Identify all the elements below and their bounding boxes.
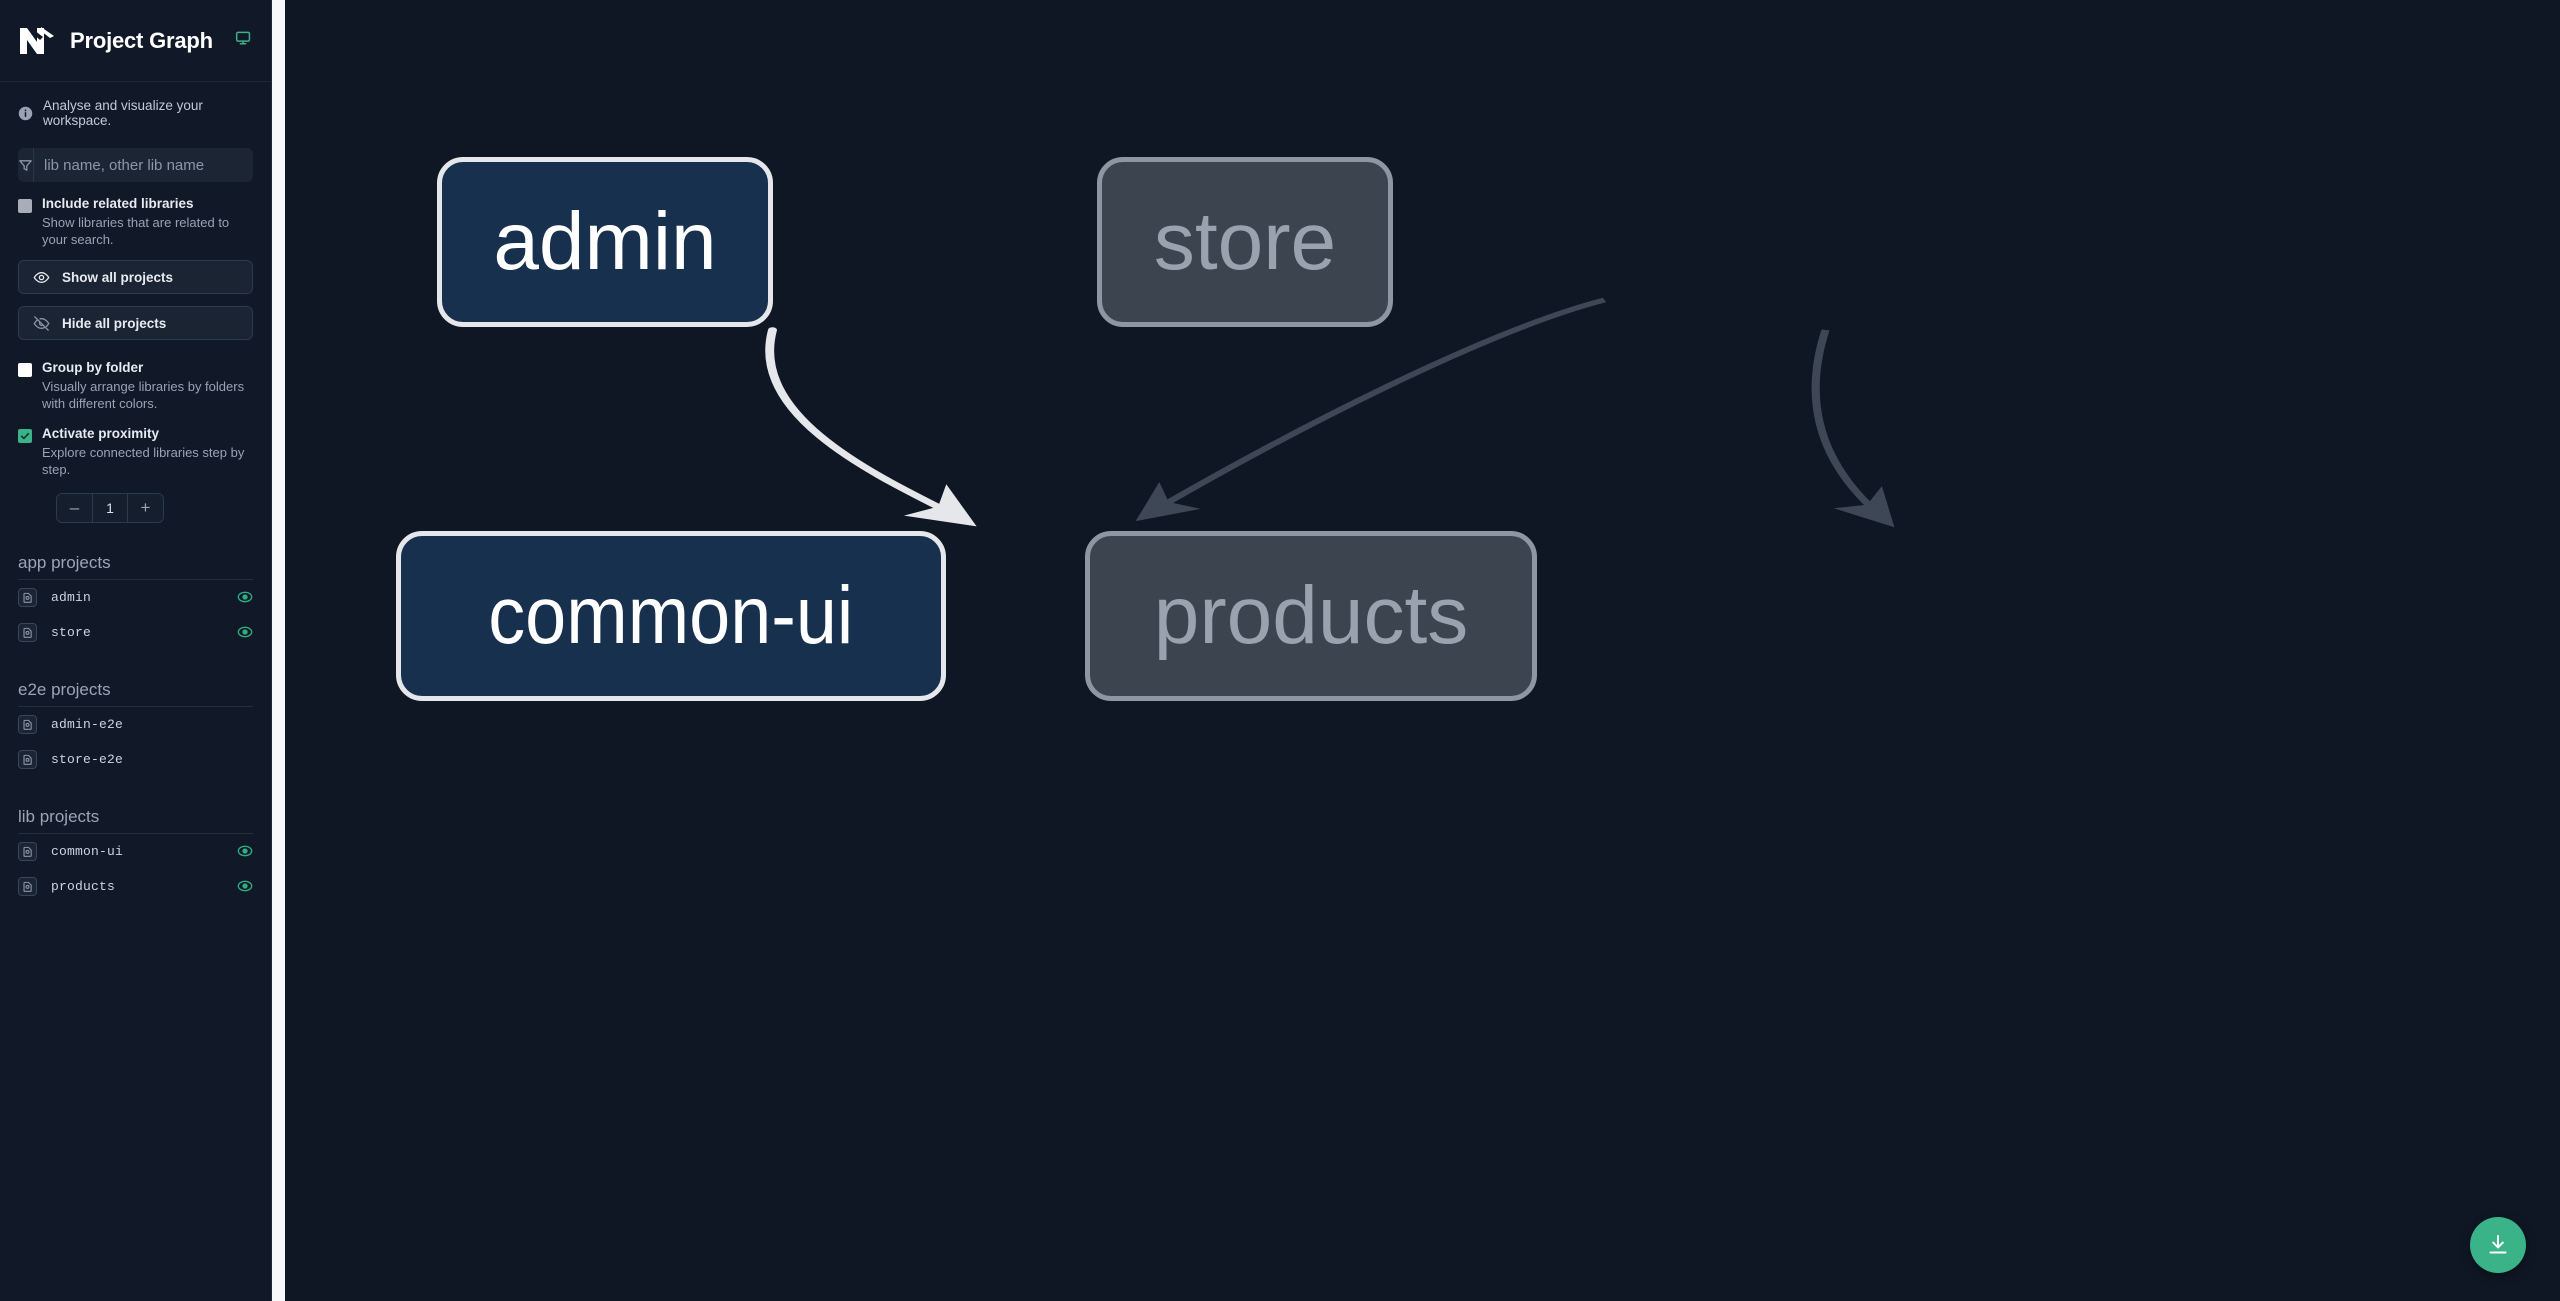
- graph-node-common-ui[interactable]: common-ui: [396, 531, 946, 701]
- info-icon: [18, 106, 33, 121]
- proximity-value: 1: [106, 499, 114, 516]
- visibility-eye-icon[interactable]: [237, 843, 253, 859]
- option-description: Explore connected libraries step by step…: [42, 445, 245, 478]
- hide-all-projects-label: Hide all projects: [62, 315, 167, 331]
- graph-node-label: products: [1153, 570, 1469, 661]
- monitor-icon[interactable]: [235, 30, 251, 52]
- group-title: e2e projects: [18, 680, 253, 707]
- search-input[interactable]: [34, 148, 253, 182]
- project-name: products: [51, 878, 116, 894]
- project-name: admin-e2e: [51, 716, 124, 732]
- sidebar-item-admin[interactable]: admin: [18, 580, 253, 615]
- sidebar-item-store[interactable]: store: [18, 615, 253, 650]
- proximity-decrement-button[interactable]: –: [57, 493, 93, 522]
- graph-node-label: common-ui: [488, 570, 854, 661]
- group-app-projects: app projects admin: [18, 553, 253, 650]
- option-label: Group by folder: [42, 360, 144, 376]
- option-description: Visually arrange libraries by folders wi…: [42, 379, 245, 412]
- project-icon: [18, 749, 37, 769]
- group-e2e-projects: e2e projects admin-e2e: [18, 680, 253, 777]
- filter-icon: [18, 148, 34, 182]
- option-activate-proximity[interactable]: Activate proximity Explore connected lib…: [18, 426, 253, 478]
- edge-store-to-products: [1811, 329, 1895, 528]
- graph-node-label: admin: [493, 196, 717, 287]
- graph-node-store[interactable]: store: [1097, 157, 1393, 327]
- eye-off-icon: [33, 315, 50, 331]
- checkbox-activate-proximity[interactable]: [18, 429, 32, 444]
- option-label: Include related libraries: [42, 196, 194, 211]
- project-icon: [18, 714, 37, 734]
- project-icon: [18, 841, 37, 861]
- graph-node-products[interactable]: products: [1085, 531, 1537, 701]
- group-title: app projects: [18, 553, 253, 580]
- show-all-projects-label: Show all projects: [62, 269, 174, 285]
- proximity-increment-button[interactable]: +: [127, 493, 163, 522]
- sidebar-item-products[interactable]: products: [18, 869, 253, 904]
- page-title: Project Graph: [70, 27, 213, 53]
- show-all-projects-button[interactable]: Show all projects: [18, 260, 253, 295]
- download-graph-button[interactable]: [2470, 1217, 2526, 1273]
- sidebar-item-admin-e2e[interactable]: admin-e2e: [18, 707, 253, 742]
- project-icon: [18, 876, 37, 896]
- hide-all-projects-button[interactable]: Hide all projects: [18, 306, 253, 341]
- download-icon: [2489, 1235, 2507, 1254]
- sidebar-scrollbar[interactable]: [272, 0, 285, 1301]
- checkbox-include-related-libraries[interactable]: [18, 199, 32, 213]
- edge-store-to-common-ui: [1135, 297, 1607, 522]
- sidebar-item-store-e2e[interactable]: store-e2e: [18, 742, 253, 777]
- option-group-by-folder[interactable]: Group by folder Visually arrange librari…: [18, 360, 253, 412]
- option-label: Activate proximity: [42, 426, 160, 442]
- edge-admin-to-common-ui: [765, 327, 977, 527]
- project-name: admin: [51, 589, 92, 605]
- option-description: Show libraries that are related to your …: [42, 214, 230, 248]
- visibility-eye-icon[interactable]: [237, 589, 253, 605]
- sidebar-blurb-text: Analyse and visualize your workspace.: [43, 98, 203, 128]
- sidebar: Project Graph Analyse and visualize your…: [0, 0, 272, 1301]
- graph-node-label: store: [1153, 196, 1337, 287]
- project-name: store-e2e: [51, 751, 124, 767]
- sidebar-header: Project Graph: [0, 0, 271, 82]
- graph-canvas[interactable]: admin store common-ui products: [285, 0, 2560, 1301]
- visibility-eye-icon[interactable]: [237, 624, 253, 640]
- graph-node-admin[interactable]: admin: [437, 157, 773, 327]
- project-icon: [18, 587, 37, 607]
- graph-edges: [765, 297, 1895, 528]
- visibility-eye-icon[interactable]: [237, 878, 253, 894]
- project-name: common-ui: [51, 843, 124, 859]
- project-name: store: [51, 624, 92, 640]
- eye-icon: [33, 271, 50, 283]
- option-include-related-libraries[interactable]: Include related libraries Show libraries…: [18, 196, 253, 248]
- nx-logo-icon: [18, 24, 56, 58]
- sidebar-blurb: Analyse and visualize your workspace.: [0, 82, 271, 142]
- project-icon: [18, 622, 37, 642]
- group-title: lib projects: [18, 807, 253, 834]
- sidebar-body: Include related libraries Show libraries…: [0, 142, 271, 904]
- proximity-stepper[interactable]: – 1 +: [56, 492, 164, 523]
- checkbox-group-by-folder[interactable]: [18, 363, 32, 378]
- group-lib-projects: lib projects common-ui: [18, 807, 253, 904]
- sidebar-item-common-ui[interactable]: common-ui: [18, 834, 253, 869]
- search-box[interactable]: [18, 148, 253, 182]
